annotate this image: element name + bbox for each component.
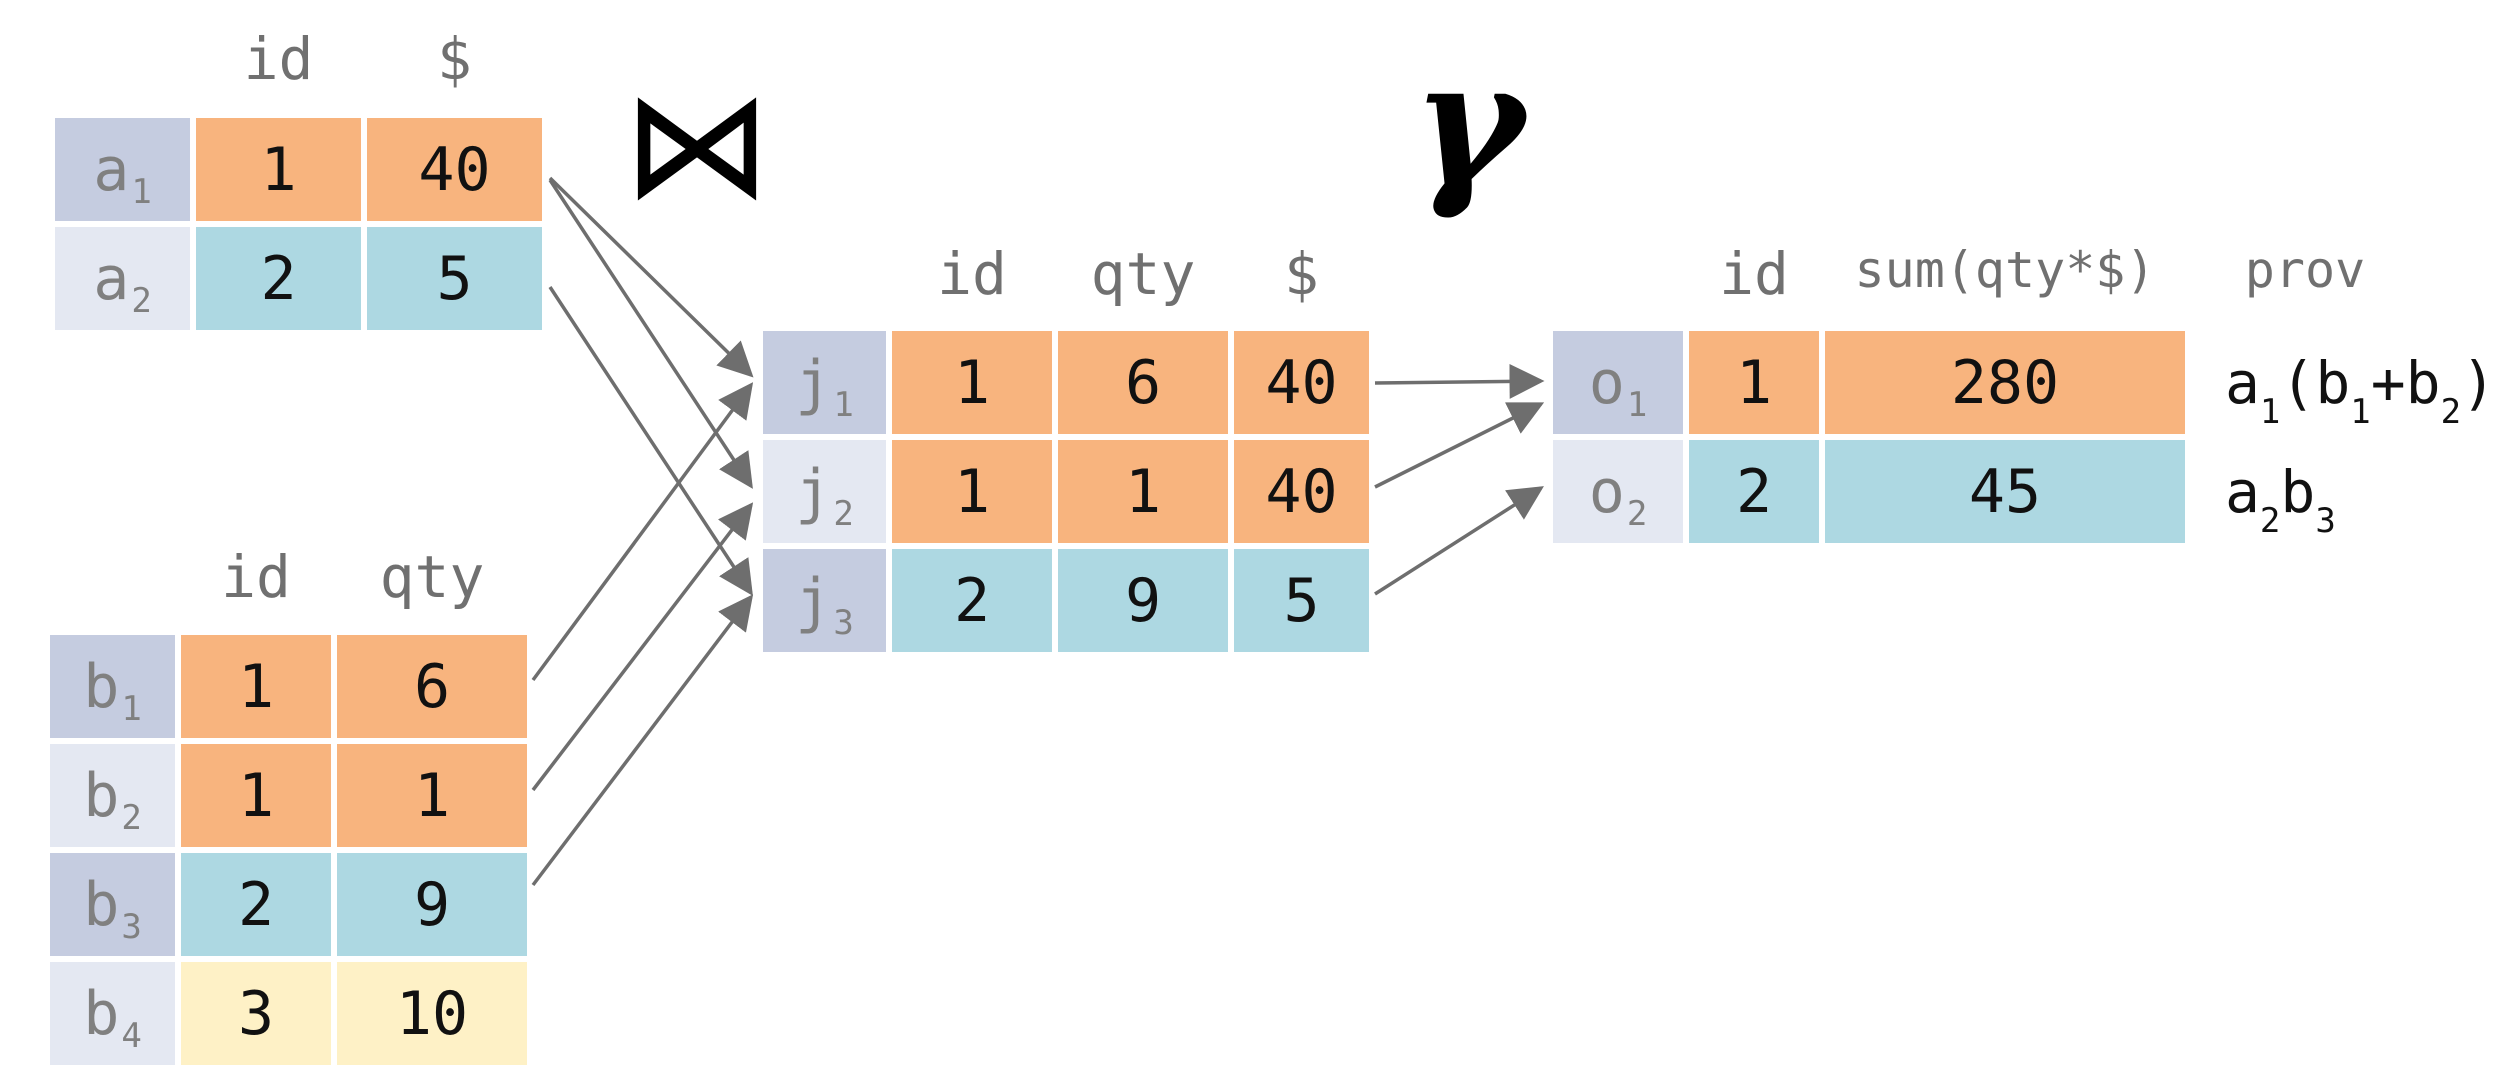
arrow-j1-o1 xyxy=(1374,363,1545,399)
table-cell-j2-0: 1 xyxy=(892,440,1052,543)
row-label-letter: o xyxy=(1588,347,1625,418)
provenance-token: a xyxy=(2225,458,2260,526)
table-cell-b2-1: 1 xyxy=(337,744,527,847)
column-header-b-0: id xyxy=(221,543,291,611)
row-label-letter: b xyxy=(83,760,120,831)
arrow-j3-o2 xyxy=(1374,486,1544,596)
provenance-expression-1: a1(b1+b2) xyxy=(2225,349,2496,432)
arrow-a1-j2 xyxy=(548,179,753,489)
table-cell-a1-1: 40 xyxy=(367,118,542,221)
row-label-letter: a xyxy=(93,243,130,314)
provenance-token: a xyxy=(2225,349,2260,417)
table-cell-o1-1: 280 xyxy=(1825,331,2185,434)
table-cell-a2-1: 5 xyxy=(367,227,542,330)
arrow-b3-j3 xyxy=(531,594,754,887)
column-header-o-0: id xyxy=(1719,240,1789,308)
table-cell-b2-0: 1 xyxy=(181,744,331,847)
table-cell-j2-2: 40 xyxy=(1234,440,1369,543)
table-cell-o2-1: 45 xyxy=(1825,440,2185,543)
row-label-letter: b xyxy=(83,869,120,940)
column-header-j-0: id xyxy=(937,240,1007,308)
provenance-subscript: 1 xyxy=(2350,392,2371,432)
table-cell-b4-0: 3 xyxy=(181,962,331,1065)
table-cell-j1-2: 40 xyxy=(1234,331,1369,434)
row-label-subscript: 1 xyxy=(121,688,142,729)
row-label-subscript: 3 xyxy=(121,906,142,947)
join-operator-symbol: ⋈ xyxy=(622,58,772,232)
provenance-subscript: 3 xyxy=(2315,501,2336,541)
provenance-expression-2: a2b3 xyxy=(2225,458,2336,541)
provenance-subscript: 2 xyxy=(2259,501,2281,541)
provenance-subscript: 2 xyxy=(2440,392,2462,432)
table-cell-b4-1: 10 xyxy=(337,962,527,1065)
column-header-j-1: qty xyxy=(1090,240,1196,308)
table-cell-b3-1: 9 xyxy=(337,853,527,956)
table-cell-o1-0: 1 xyxy=(1689,331,1819,434)
row-label-subscript: 1 xyxy=(131,171,152,212)
table-cell-o2-0: 2 xyxy=(1689,440,1819,543)
table-cell-a1-0: 1 xyxy=(196,118,361,221)
column-header-o-2: prov xyxy=(2244,241,2366,299)
table-cell-b1-1: 6 xyxy=(337,635,527,738)
row-label-subscript: 4 xyxy=(121,1015,142,1056)
table-cell-j3-0: 2 xyxy=(892,549,1052,652)
provenance-subscript: 1 xyxy=(2259,392,2281,432)
column-header-a-1: $ xyxy=(437,25,472,93)
table-cell-j3-2: 5 xyxy=(1234,549,1369,652)
row-label-letter: o xyxy=(1588,456,1625,527)
column-header-o-1: sum(qty*$) xyxy=(1854,241,2156,299)
row-label-letter: a xyxy=(93,134,130,205)
column-header-a-0: id xyxy=(243,25,314,93)
table-cell-b3-0: 2 xyxy=(181,853,331,956)
row-label-subscript: 2 xyxy=(131,280,152,321)
provenance-token: ) xyxy=(2461,349,2496,417)
row-label-subscript: 2 xyxy=(833,493,854,534)
table-cell-j2-1: 1 xyxy=(1058,440,1228,543)
row-label-subscript: 1 xyxy=(833,384,854,425)
arrow-b2-j2 xyxy=(531,502,754,792)
table-cell-j1-1: 6 xyxy=(1058,331,1228,434)
table-cell-a2-0: 2 xyxy=(196,227,361,330)
provenance-token: (b xyxy=(2280,349,2351,417)
row-label-subscript: 2 xyxy=(1626,493,1648,534)
arrow-b1-j1 xyxy=(531,382,754,682)
arrow-j2-o1 xyxy=(1374,402,1545,489)
table-cell-j3-1: 9 xyxy=(1058,549,1228,652)
group-by-operator-symbol: γ xyxy=(1412,23,1525,223)
row-label-subscript: 1 xyxy=(1626,384,1648,425)
row-label-letter: j xyxy=(795,456,832,527)
row-label-letter: j xyxy=(795,565,832,636)
row-label-letter: b xyxy=(83,978,120,1049)
row-label-letter: b xyxy=(83,651,120,722)
row-label-subscript: 3 xyxy=(833,602,854,643)
table-cell-j1-0: 1 xyxy=(892,331,1052,434)
column-header-b-1: qty xyxy=(379,543,485,611)
column-header-j-2: $ xyxy=(1284,240,1319,308)
arrow-a1-j1 xyxy=(548,176,754,378)
provenance-token: +b xyxy=(2370,349,2441,417)
row-label-letter: j xyxy=(795,347,832,418)
row-label-subscript: 2 xyxy=(121,797,142,838)
provenance-token: b xyxy=(2280,458,2316,526)
arrow-a2-j3 xyxy=(548,286,753,596)
table-cell-b1-0: 1 xyxy=(181,635,331,738)
